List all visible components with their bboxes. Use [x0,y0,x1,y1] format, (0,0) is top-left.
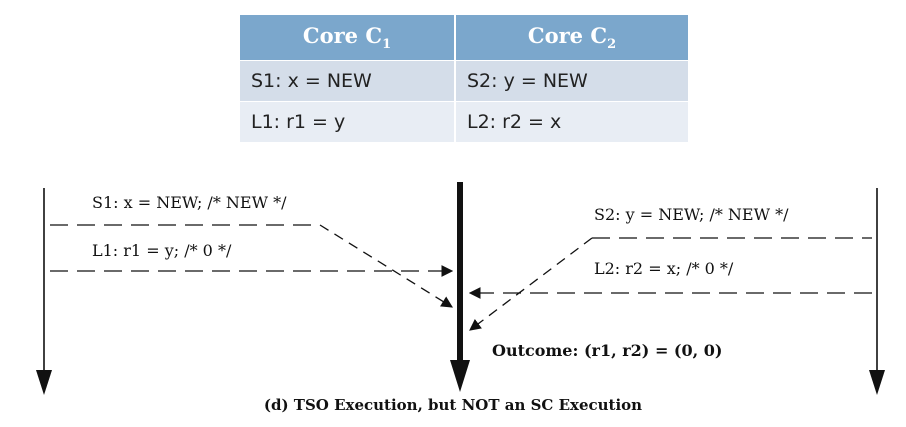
core1-timeline-arrowhead [36,370,52,395]
table-cell: L1: r1 = y [240,101,456,142]
table-row: S1: x = NEW S2: y = NEW [240,60,688,102]
table-cell: S1: x = NEW [240,60,456,102]
s1-statement-label: S1: x = NEW; /* NEW */ [92,193,287,212]
table-cell: L2: r2 = x [455,101,688,142]
s2-to-memory-arrow [469,237,593,331]
figure-caption: (d) TSO Execution, but NOT an SC Executi… [263,396,643,414]
core2-timeline-arrowhead [869,370,885,395]
table-header-row: Core C1 Core C2 [240,15,688,61]
outcome-label: Outcome: (r1, r2) = (0, 0) [492,341,723,360]
s2-statement-label: S2: y = NEW; /* NEW */ [594,205,789,224]
table-row: L1: r1 = y L2: r2 = x [240,101,688,142]
s1-to-memory-arrow [319,224,453,308]
l2-statement-label: L2: r2 = x; /* 0 */ [594,259,734,278]
header-core-c2: Core C2 [455,15,688,61]
l1-statement-label: L1: r1 = y; /* 0 */ [92,241,232,260]
core-table: Core C1 Core C2 S1: x = NEW S2: y = NEW … [240,15,688,142]
table-cell: S2: y = NEW [455,60,688,102]
memory-order-arrowhead [450,360,470,392]
header-core-c1: Core C1 [240,15,456,61]
